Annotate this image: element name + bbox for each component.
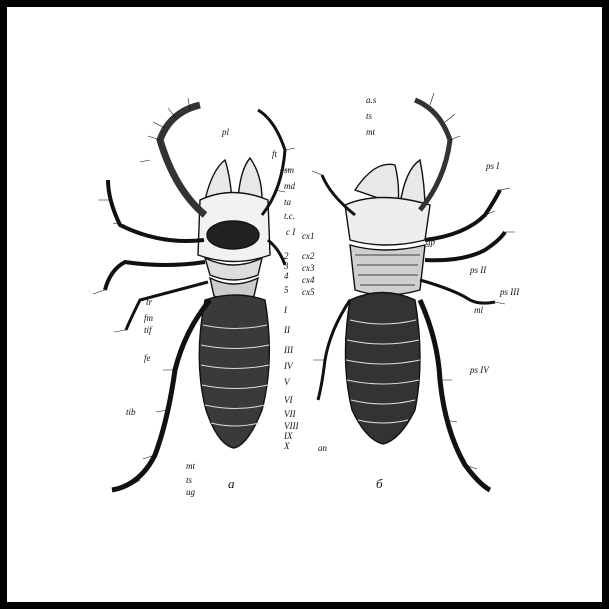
dorsal-view-figure [93, 98, 295, 490]
label-ts-b: ts [366, 112, 372, 121]
label-2: 2 [284, 252, 289, 261]
label-IX: IX [284, 432, 293, 441]
label-5: 5 [284, 286, 289, 295]
label-V: V [284, 378, 290, 387]
label-tif: tif [144, 326, 152, 335]
label-ts: ts [186, 476, 192, 485]
label-c1: c I [286, 228, 295, 237]
label-3: 3 [284, 262, 289, 271]
label-sm: sm [284, 166, 294, 175]
label-tc: t.c. [284, 212, 295, 221]
label-as: a.s [366, 96, 376, 105]
label-tr: tr [146, 298, 152, 307]
label-cx3: cx3 [302, 264, 315, 273]
label-gp: gp [426, 238, 435, 247]
label-III: III [284, 346, 293, 355]
label-IV: IV [284, 362, 293, 371]
label-cx5: cx5 [302, 288, 315, 297]
label-VIII: VIII [284, 422, 299, 431]
label-ta: ta [284, 198, 291, 207]
label-cx2: cx2 [302, 252, 315, 261]
label-VII: VII [284, 410, 296, 419]
label-an: an [318, 444, 327, 453]
label-psIII: ps III [500, 288, 519, 297]
label-mt-b: mt [366, 128, 375, 137]
label-cx1: cx1 [302, 232, 315, 241]
caption-a: a [228, 476, 235, 492]
label-fm: fm [144, 314, 153, 323]
label-4: 4 [284, 272, 289, 281]
label-pl: pl [222, 128, 229, 137]
label-VI: VI [284, 396, 293, 405]
label-II: II [284, 326, 290, 335]
label-X: X [284, 442, 290, 451]
label-psII: ps II [470, 266, 486, 275]
label-md: md [284, 182, 295, 191]
label-ml: ml [474, 306, 483, 315]
label-psIV: ps IV [470, 366, 489, 375]
label-cx4: cx4 [302, 276, 315, 285]
label-psI: ps I [486, 162, 499, 171]
caption-b: б [376, 476, 383, 492]
label-ft: ft [272, 150, 277, 159]
label-fe: fe [144, 354, 151, 363]
label-I: I [284, 306, 287, 315]
label-ug: ug [186, 488, 195, 497]
label-tib: tib [126, 408, 136, 417]
label-mt: mt [186, 462, 195, 471]
ventral-view-figure [312, 93, 515, 490]
